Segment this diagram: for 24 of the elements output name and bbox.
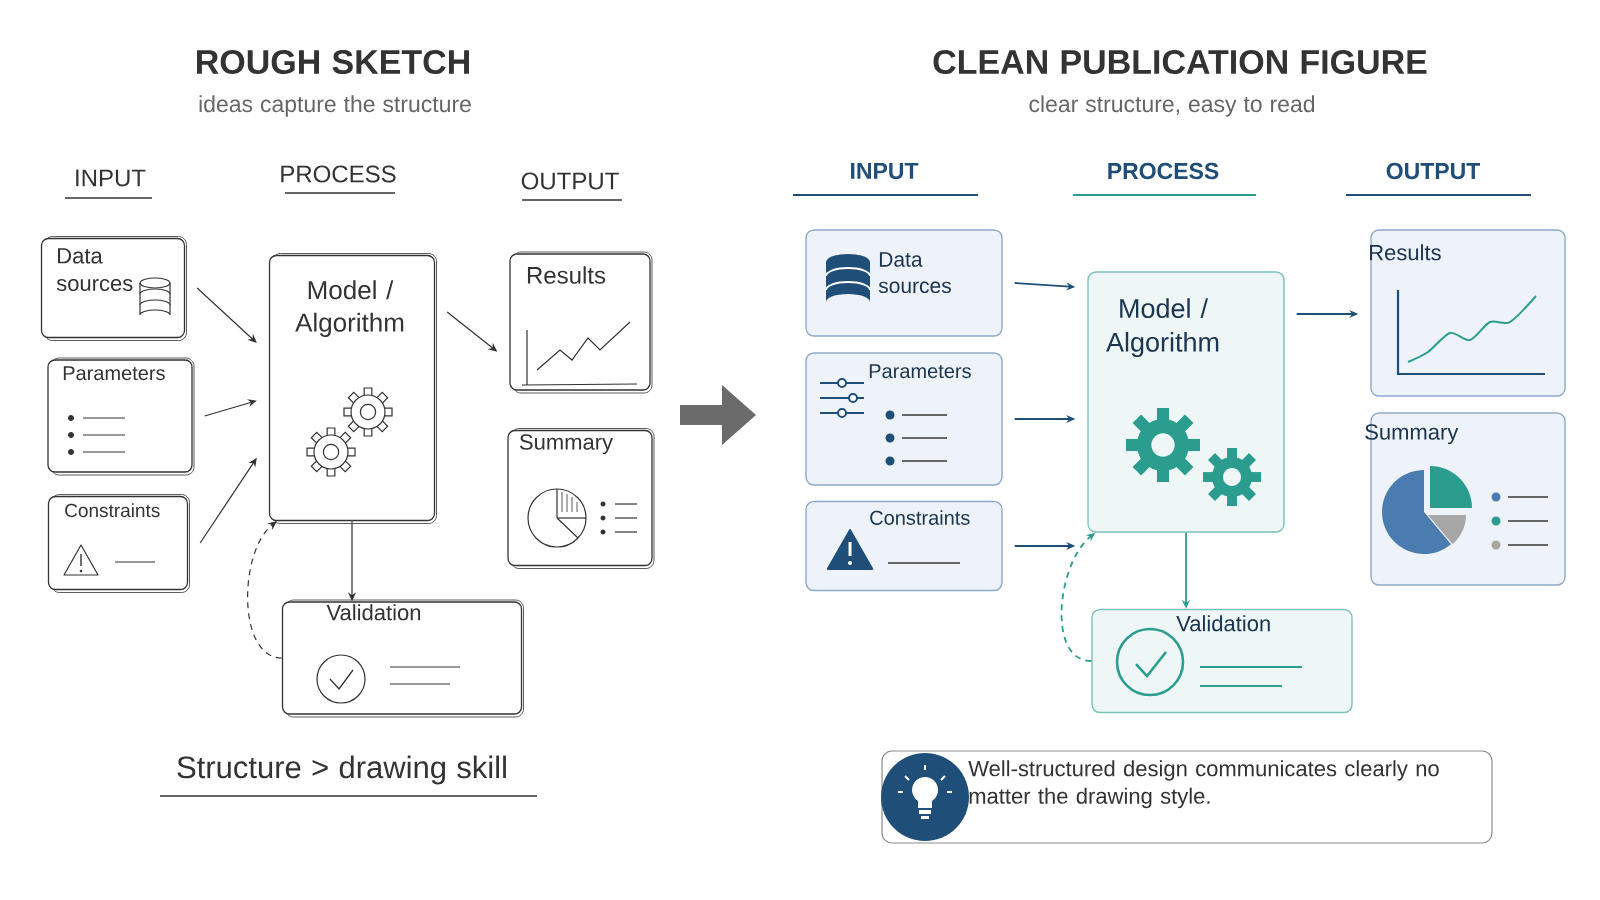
sketch-box: Parameters xyxy=(47,357,195,476)
subtitle: clear structure, easy to read xyxy=(1029,95,1315,117)
sketch-box: Constraints xyxy=(47,494,190,593)
process-box: Parameters xyxy=(805,352,1003,486)
process-box: Validation xyxy=(1091,608,1353,714)
sketch-box: Data sources xyxy=(40,236,187,341)
subtitle: ideas capture the structure xyxy=(199,95,471,117)
process-box: Data sources xyxy=(805,229,1003,337)
column-heading: INPUT xyxy=(64,169,153,199)
sketch-box: Results xyxy=(509,251,653,394)
process-box: Results xyxy=(1370,229,1566,397)
tagline: Structure > drawing skill xyxy=(159,755,538,797)
heading: CLEAN PUBLICATION FIGURE xyxy=(933,49,1427,75)
heading: ROUGH SKETCH xyxy=(197,49,469,75)
column-heading: INPUT xyxy=(793,163,978,197)
sketch-box: Model / Algorithm xyxy=(268,253,437,524)
sketch-box: Validation xyxy=(281,599,524,718)
process-box: Constraints xyxy=(805,500,1003,592)
column-heading: PROCESS xyxy=(1073,162,1256,197)
column-heading: PROCESS xyxy=(281,165,396,194)
process-box: Model / Algorithm xyxy=(1087,271,1285,533)
column-heading: OUTPUT xyxy=(1346,162,1531,197)
sketch-box: Summary xyxy=(507,428,655,569)
column-heading: OUTPUT xyxy=(521,172,623,201)
